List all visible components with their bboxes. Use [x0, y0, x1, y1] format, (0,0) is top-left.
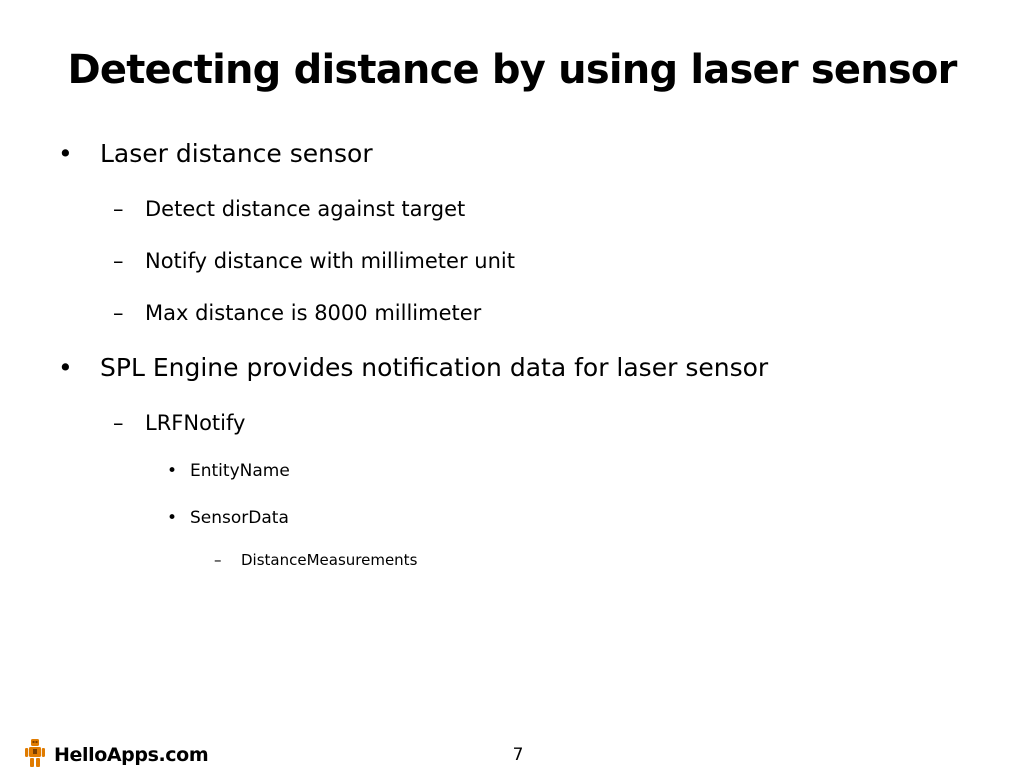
level4-item: – DistanceMeasurements — [214, 550, 418, 570]
level4-text: DistanceMeasurements — [241, 551, 418, 569]
bullet-item: • SPL Engine provides notification data … — [58, 353, 769, 383]
sub-sub-bullet-text: EntityName — [190, 461, 290, 481]
bullet-text: Laser distance sensor — [100, 139, 373, 168]
sub-bullet-text: Notify distance with millimeter unit — [145, 249, 515, 273]
bullet-marker: • — [58, 353, 73, 382]
sub-bullet-text: LRFNotify — [145, 411, 246, 435]
bullet-marker: • — [58, 139, 73, 168]
dash-marker: – — [113, 301, 124, 325]
robot-mascot-icon — [25, 739, 45, 767]
slide-title: Detecting distance by using laser sensor — [67, 47, 957, 93]
sub-bullet-item: – LRFNotify — [113, 410, 246, 436]
bullet-item: • Laser distance sensor — [58, 139, 373, 169]
dash-marker: – — [113, 197, 124, 221]
page-number: 7 — [512, 745, 524, 765]
sub-sub-bullet-text: SensorData — [190, 508, 289, 528]
sub-bullet-text: Max distance is 8000 millimeter — [145, 301, 482, 325]
bullet-text: SPL Engine provides notification data fo… — [100, 353, 769, 382]
sub-bullet-item: – Detect distance against target — [113, 196, 466, 222]
bullet-marker: • — [167, 508, 178, 528]
sub-bullet-text: Detect distance against target — [145, 197, 466, 221]
dash-marker: – — [113, 249, 124, 273]
sub-sub-bullet-item: • EntityName — [167, 460, 290, 482]
sub-bullet-item: – Notify distance with millimeter unit — [113, 248, 515, 274]
bullet-marker: • — [167, 461, 178, 481]
footer-brand: HelloApps.com — [54, 744, 209, 766]
sub-sub-bullet-item: • SensorData — [167, 507, 289, 529]
dash-marker: – — [113, 411, 124, 435]
sub-bullet-item: – Max distance is 8000 millimeter — [113, 300, 482, 326]
dash-marker: – — [214, 551, 222, 569]
